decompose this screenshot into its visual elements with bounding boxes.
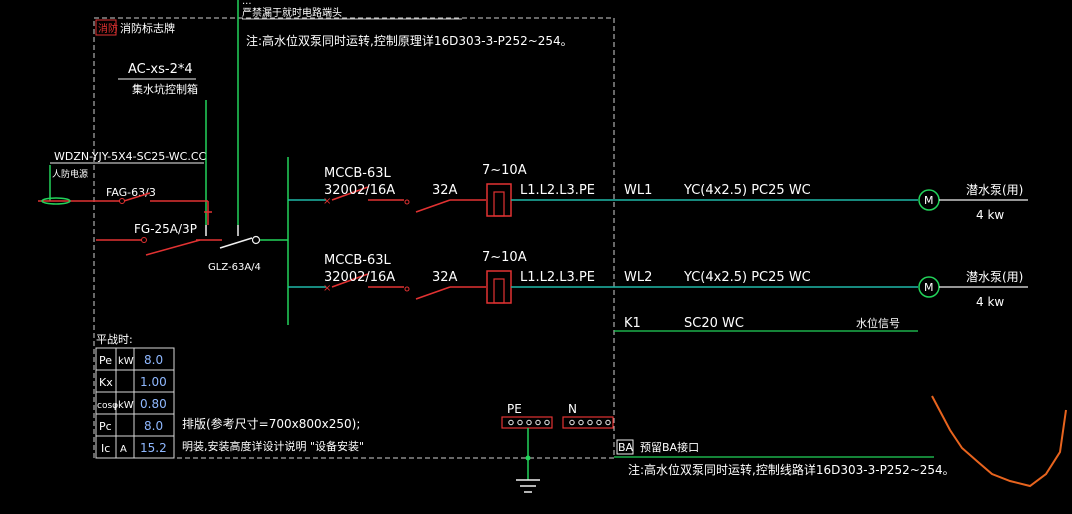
calc-row-4-unit: A — [120, 444, 127, 455]
calc-row-4-name: Ic — [101, 442, 110, 455]
circuit-1-breaker-blade — [331, 186, 369, 201]
atse-pivot — [251, 235, 261, 245]
fire-tag-box — [95, 19, 117, 36]
note-panel-size: 排版(参考尺寸=700x800x250); — [182, 416, 360, 431]
circuit-1-relay-inner — [493, 191, 505, 217]
calc-row-1-name: Kx — [99, 376, 113, 389]
top-cut-line1: ... — [242, 0, 252, 7]
circuit-2-contact — [404, 286, 410, 292]
calc-row-0-value: 8.0 — [144, 353, 163, 367]
panel-boundary — [93, 17, 615, 459]
pe-terminal-2 — [517, 419, 523, 426]
signal-label: 水位信号 — [856, 316, 900, 330]
calc-row-1-value: 1.00 — [140, 375, 167, 389]
circuit-2-setting: 32002/16A — [324, 270, 395, 285]
circuit-2-id: WL2 — [624, 270, 652, 285]
switch1-pivot — [119, 198, 125, 204]
incoming-cable: WDZN-YJY-5X4-SC25-WC.CC — [54, 150, 207, 163]
calc-table-frame — [95, 347, 175, 459]
circuit-2-cable: YC(4x2.5) PC25 WC — [683, 270, 811, 285]
circuit-2-contactor-blade — [415, 286, 451, 300]
circuit-2-breaker-blade — [331, 273, 369, 288]
circuit-2: × MCCB-63L 32002/16A 32A 7~10A L1.L2.L3.… — [288, 250, 1028, 309]
pe-bar — [501, 416, 553, 429]
ba-text: 预留BA接口 — [640, 441, 699, 454]
incoming-note: 人防电源 — [52, 168, 88, 180]
circuit-1-relay — [486, 183, 512, 217]
atse-label: GLZ-63A/4 — [208, 262, 261, 273]
calc-row-0-name: Pe — [99, 354, 112, 367]
calc-table — [95, 347, 175, 459]
circuit-1: × MCCB-63L 32002/16A 32A 7~10A L1.L2.L3.… — [288, 163, 1028, 222]
circuit-2-motor-symbol: M — [924, 281, 934, 294]
circuit-1-phases: L1.L2.L3.PE — [520, 183, 595, 198]
circuit-2-cross: × — [323, 283, 331, 294]
ba-tag: BA — [618, 441, 634, 454]
n-terminals — [569, 419, 611, 426]
n-bar — [562, 416, 614, 429]
calc-row-3-name: Pc — [99, 420, 112, 433]
calc-row-0-unit: kW — [118, 356, 134, 367]
box-cable-code: AC-xs-2*4 — [128, 62, 193, 77]
box-cable-desc: 集水坑控制箱 — [132, 82, 198, 96]
circuit-2-load-power: 4 kw — [976, 295, 1004, 309]
circuit-2-relay-rating: 7~10A — [482, 250, 527, 265]
circuit-1-cross: × — [323, 196, 331, 207]
circuit-1-contactor-blade — [415, 199, 451, 213]
circuit-1-relay-rating: 7~10A — [482, 163, 527, 178]
circuit-2-phases: L1.L2.L3.PE — [520, 270, 595, 285]
circuit-1-setting: 32002/16A — [324, 183, 395, 198]
signal-id: K1 — [624, 316, 641, 331]
incoming-terminal — [41, 197, 71, 205]
calc-row-4-value: 15.2 — [140, 441, 167, 455]
ba-tag-box — [616, 439, 634, 455]
switch2-blade — [145, 239, 201, 256]
n-terminal-4 — [596, 419, 602, 426]
n-terminal-1 — [569, 419, 575, 426]
pe-terminal-4 — [535, 419, 541, 426]
calc-row-2-value: 0.80 — [140, 397, 167, 411]
calc-row-2-unit: kW — [118, 400, 134, 411]
note-bottom: 注:高水位双泵同时运转,控制线路详16D303-3-P252~254。 — [628, 462, 955, 477]
n-terminal-2 — [578, 419, 584, 426]
signal-cable: SC20 WC — [684, 316, 744, 331]
switch1-blade — [123, 192, 151, 202]
calc-row-2-name: cosφ — [97, 401, 118, 411]
circuit-1-motor-symbol: M — [924, 194, 934, 207]
fire-tag: 消防 — [98, 22, 118, 35]
pe-terminal-1 — [508, 419, 514, 426]
circuit-1-breaker: MCCB-63L — [324, 166, 392, 181]
pe-terminal-3 — [526, 419, 532, 426]
calc-row-3-value: 8.0 — [144, 419, 163, 433]
switch2-label: FG-25A/3P — [134, 222, 197, 236]
circuit-1-load-name: 潜水泵(用) — [966, 183, 1023, 197]
pe-terminal-5 — [544, 419, 550, 426]
calc-title: 平战时: — [96, 333, 133, 346]
ground-node — [525, 455, 531, 461]
note-install: 明装,安装高度详设计说明 "设备安装" — [182, 439, 364, 453]
circuit-1-contact — [404, 199, 410, 205]
switch2-pivot — [141, 237, 147, 243]
circuit-1-load-power: 4 kw — [976, 208, 1004, 222]
circuit-2-breaker: MCCB-63L — [324, 253, 392, 268]
n-terminal-5 — [605, 419, 611, 426]
circuit-2-load-name: 潜水泵(用) — [966, 270, 1023, 284]
atse-blade — [219, 237, 253, 249]
circuit-1-cable: YC(4x2.5) PC25 WC — [683, 183, 811, 198]
circuit-2-contactor: 32A — [432, 270, 458, 285]
switch1-label: FAG-63/3 — [106, 186, 156, 199]
orange-sketch-curve — [931, 395, 1067, 488]
n-terminal-3 — [587, 419, 593, 426]
circuit-1-contactor: 32A — [432, 183, 458, 198]
note-top: 注:高水位双泵同时运转,控制原理详16D303-3-P252~254。 — [246, 33, 573, 48]
top-cut-line2: 严禁漏于就时电路端头 — [242, 6, 342, 19]
n-label: N — [568, 402, 577, 416]
circuit-2-relay-inner — [493, 278, 505, 304]
fire-tag-label: 消防标志牌 — [120, 21, 175, 35]
circuit-1-id: WL1 — [624, 183, 652, 198]
circuit-2-relay — [486, 270, 512, 304]
pe-terminals — [508, 419, 550, 426]
pe-label: PE — [507, 402, 522, 416]
